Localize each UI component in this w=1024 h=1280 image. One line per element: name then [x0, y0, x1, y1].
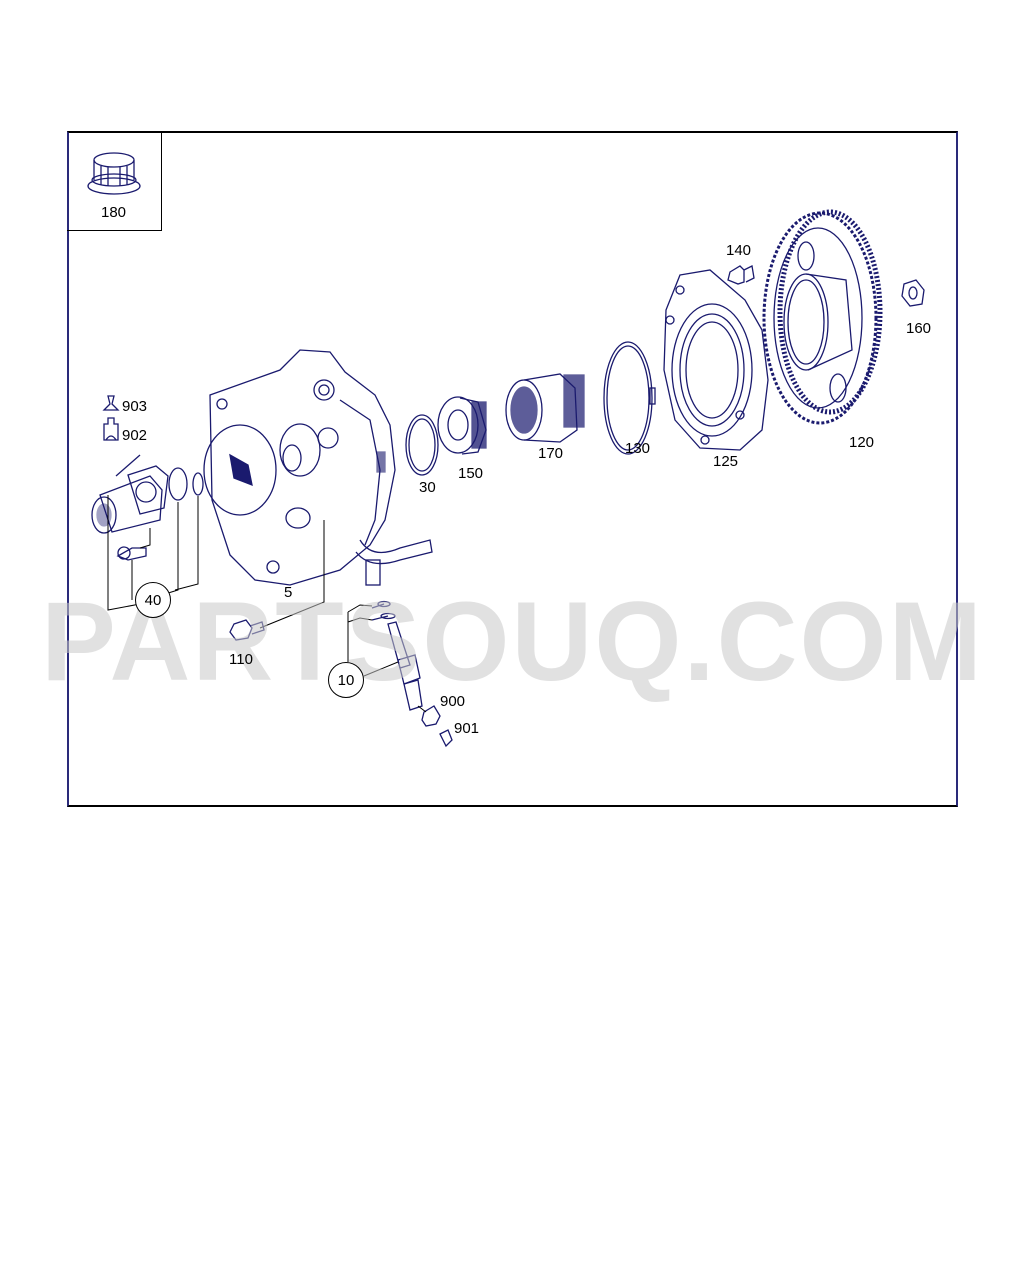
label-180[interactable]: 180 — [101, 204, 127, 221]
inset-box-180 — [67, 131, 162, 231]
label-30[interactable]: 30 — [419, 479, 436, 496]
label-120[interactable]: 120 — [849, 434, 875, 451]
cap-nut-icon[interactable] — [87, 152, 141, 195]
hex-bolt-110[interactable] — [229, 619, 265, 641]
label-5[interactable]: 5 — [284, 584, 293, 601]
label-902[interactable]: 902 — [122, 427, 148, 444]
callout-10[interactable]: 10 — [328, 662, 364, 698]
coupling-150[interactable] — [437, 396, 487, 455]
bearing-flange-125[interactable] — [663, 269, 769, 451]
label-170[interactable]: 170 — [538, 445, 564, 462]
label-125[interactable]: 125 — [713, 453, 739, 470]
label-110[interactable]: 110 — [229, 651, 253, 668]
connector-900[interactable] — [421, 705, 441, 727]
label-160[interactable]: 160 — [906, 320, 932, 337]
snap-ring-130[interactable] — [603, 341, 656, 455]
label-903[interactable]: 903 — [122, 398, 148, 415]
callout-40[interactable]: 40 — [135, 582, 171, 618]
bolt-140[interactable] — [727, 265, 755, 285]
seal-901[interactable] — [439, 729, 453, 748]
o-ring-30[interactable] — [405, 414, 439, 476]
label-900[interactable]: 900 — [440, 693, 466, 710]
pressure-regulator-valve[interactable] — [91, 454, 204, 561]
pressure-sensor-10[interactable] — [371, 600, 423, 711]
label-130[interactable]: 130 — [625, 440, 651, 457]
seal-cap-icon[interactable] — [102, 395, 120, 411]
fuel-pump-body[interactable] — [203, 349, 433, 586]
label-901[interactable]: 901 — [454, 720, 480, 737]
diagram-frame — [67, 131, 958, 807]
needle-bearing-170[interactable] — [505, 373, 585, 443]
label-140[interactable]: 140 — [726, 242, 752, 259]
connector-plug-icon[interactable] — [103, 417, 119, 441]
label-150[interactable]: 150 — [458, 465, 484, 482]
idler-gear-120[interactable] — [762, 209, 883, 425]
hex-nut-160[interactable] — [901, 279, 925, 307]
